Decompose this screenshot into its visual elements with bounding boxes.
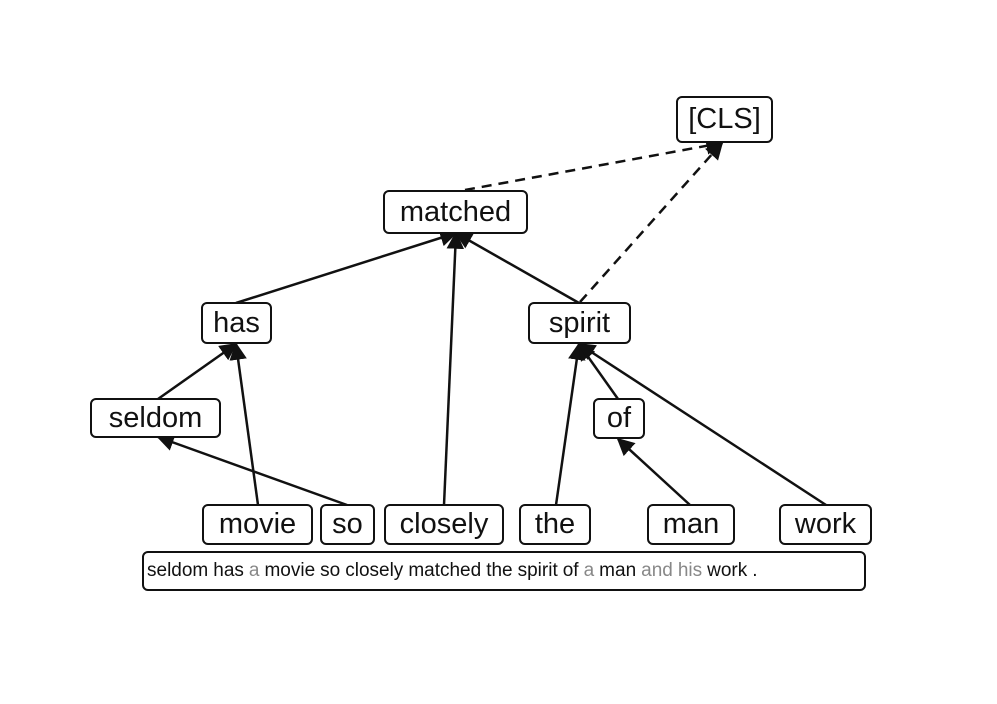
node-man: man xyxy=(647,504,735,545)
node-the: the xyxy=(519,504,591,545)
sentence-token: and xyxy=(641,560,673,581)
node-matched: matched xyxy=(383,190,528,234)
edge-of-to-spirit xyxy=(577,342,620,400)
edge-seldom-to-has xyxy=(157,342,238,401)
sentence-token: closely xyxy=(345,560,404,581)
node-so: so xyxy=(320,504,375,545)
node-spirit: spirit xyxy=(528,302,631,344)
edge-spirit-to-matched xyxy=(454,231,580,305)
sentence-token: a xyxy=(583,560,595,581)
edge-work-to-spirit xyxy=(577,342,827,507)
node-closely: closely xyxy=(384,504,504,545)
node-seldom: seldom xyxy=(90,398,221,438)
edge-has-to-matched xyxy=(235,229,458,305)
edge-so-to-seldom xyxy=(156,434,348,507)
edge-matched-to-cls xyxy=(464,137,724,192)
sentence-token: has xyxy=(213,560,244,581)
edge-man-to-of xyxy=(616,437,691,506)
node-movie: movie xyxy=(202,504,313,545)
sentence-token: man xyxy=(599,560,637,581)
edge-spirit-to-cls xyxy=(579,141,724,303)
sentence-token: of xyxy=(562,560,579,581)
edge-closely-to-matched xyxy=(442,231,465,506)
sentence-token: work xyxy=(707,560,748,581)
sentence-token: his xyxy=(677,560,703,581)
node-work: work xyxy=(779,504,872,545)
sentence-token: the xyxy=(486,560,513,581)
sentence-token: spirit xyxy=(517,560,558,581)
sentence-token: seldom xyxy=(147,560,209,581)
sentence-token: matched xyxy=(408,560,482,581)
sentence-token: . xyxy=(752,560,758,581)
edges-layer xyxy=(156,137,827,507)
node-has: has xyxy=(201,302,272,344)
edge-movie-to-has xyxy=(229,342,260,506)
sentence-token: so xyxy=(320,560,341,581)
sentence-token: movie xyxy=(264,560,316,581)
edge-the-to-spirit xyxy=(554,342,586,506)
sentence-token: a xyxy=(248,560,260,581)
node-cls: [CLS] xyxy=(676,96,773,143)
node-of: of xyxy=(593,398,645,439)
